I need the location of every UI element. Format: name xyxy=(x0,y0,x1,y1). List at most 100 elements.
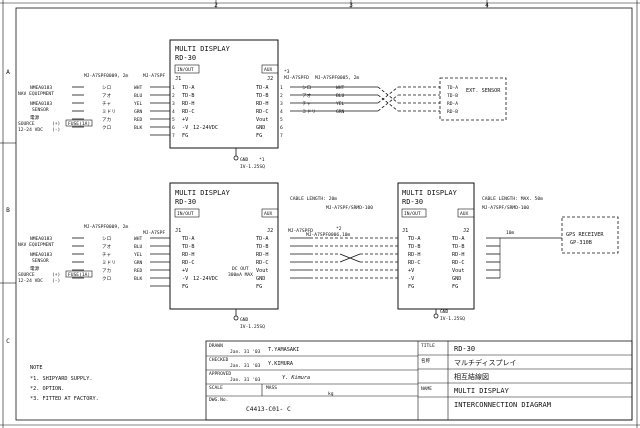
tb-name-jp: マルチディスプレイ xyxy=(454,358,517,367)
pin-a-r5: Vout xyxy=(256,117,269,123)
row-a-nav2b: SENSOR xyxy=(32,107,49,113)
grid-row-b: B xyxy=(6,207,10,214)
wire-jp: チャ xyxy=(302,101,311,107)
pin: RD-H xyxy=(452,252,465,258)
pin-num: 7 xyxy=(172,133,175,139)
gps-receiver-box xyxy=(561,216,619,254)
wire-code: BLK xyxy=(134,276,143,282)
unit-b1-model: RD-30 xyxy=(175,198,196,206)
pin-a-r7: FG xyxy=(256,133,262,139)
row-a-gnd-wire: IV-1.25SQ xyxy=(240,164,265,170)
pin-num: 1 xyxy=(172,85,175,91)
pin: Vout xyxy=(256,268,269,274)
row-b-wire-colors: シロ アオ チャ ミドリ アカ クロ WHT BLU YEL GRN RED B… xyxy=(102,236,143,282)
row-a-left-cable-label: MJ-A7SPF xyxy=(143,73,165,79)
wire-code: WHT xyxy=(134,236,143,242)
pin-num: 5 xyxy=(172,117,175,123)
tb-scale-label: SCALE xyxy=(209,385,223,391)
pin-num: 3 xyxy=(280,101,283,107)
unit-a-model: RD-30 xyxy=(175,54,196,62)
row-b2-gnd-wire: IV-1.25SQ xyxy=(440,316,465,322)
pin: TD-A xyxy=(182,236,195,242)
unit-b2-inout: IN/OUT xyxy=(404,211,421,217)
wire-jp: チャ xyxy=(102,101,111,107)
tb-dwg-no: C4413-C01- C xyxy=(246,406,291,413)
pin: Vout xyxy=(452,268,465,274)
wire-jp: ミドリ xyxy=(102,261,116,266)
tb-mass-unit: kg xyxy=(328,391,334,397)
unit-a-pins-j2: TD-A TD-B RD-H RD-C Vout GND FG xyxy=(256,85,269,139)
pin: RD-H xyxy=(182,252,195,258)
wire-jp: ミドリ xyxy=(102,110,116,115)
note-3: *3. FITTED AT FACTORY. xyxy=(30,396,99,402)
sensor-pin: RD-A xyxy=(447,101,458,107)
tb-drawn-by: T.YAMASAKI xyxy=(268,347,299,353)
pin-a-l4: RD-C xyxy=(182,109,195,115)
row-a-right-wiring: *3 MJ-A7SPFD MJ-A7SPF0005, 2m xyxy=(284,69,440,112)
row-b-vdc: 12-24 VDC xyxy=(18,278,43,284)
unit-rd30-row-b-1: MULTI DISPLAY RD-30 IN/OUT AUX J1 J2 12-… xyxy=(169,182,279,310)
unit-a-pins-left: TD-A TD-B RD-H RD-C +V -V FG xyxy=(182,85,195,139)
row-b-left-wiring: MJ-A7SPF0009, 2m MJ-A7SPF xyxy=(72,224,170,287)
row-b-cable-length2: CABLE LENGTH: MAX. 50m xyxy=(482,196,543,202)
pin: RD-C xyxy=(256,260,269,266)
row-b-plus: (+) xyxy=(52,272,60,278)
row-b-nav1b: NAV EQUIPMENT xyxy=(18,242,54,248)
pin: RD-H xyxy=(408,252,421,258)
row-a-plus: (+) xyxy=(52,121,60,127)
pin-num: 2 xyxy=(280,93,283,99)
tb-mass-label: MASS xyxy=(266,385,277,391)
wire-jp: チャ xyxy=(102,252,111,258)
row-b-cable-j2: MJ-A7SPFD xyxy=(288,228,313,234)
pin-a-l2: TD-B xyxy=(182,93,195,99)
pin-a-r2: TD-B xyxy=(256,93,269,99)
unit-a-aux: AUX xyxy=(264,67,273,73)
row-a-right-wire-colors: シロ アオ チャ ミドリ WHT BLU YEL GRN xyxy=(302,85,345,115)
unit-b1-title: MULTI DISPLAY xyxy=(175,189,231,197)
unit-b1-j1: J1 xyxy=(175,228,181,234)
unit-a-power: 12-24VDC xyxy=(193,125,218,131)
row-b-cable-mid: MJ-A7SPF0006,10m xyxy=(306,232,350,238)
sensor-pin: TD-B xyxy=(447,93,458,99)
tb-name-jp-label: 名称 xyxy=(421,357,431,364)
row-a-nav1b: NAV EQUIPMENT xyxy=(18,91,54,97)
row-b-10m: 10m xyxy=(506,230,515,236)
unit-a-title: MULTI DISPLAY xyxy=(175,45,231,53)
unit-b2-aux: AUX xyxy=(460,211,469,217)
wire-code: BLU xyxy=(336,93,345,99)
pin: RD-C xyxy=(182,260,195,266)
pin: +V xyxy=(182,268,188,274)
pin-num: 6 xyxy=(280,125,283,131)
wire-code: RED xyxy=(134,268,143,274)
grid-row-c: C xyxy=(6,338,10,345)
unit-b1-power: 12-24VDC xyxy=(193,276,218,282)
wire-code: WHT xyxy=(134,85,143,91)
wire-jp: アカ xyxy=(102,117,111,123)
ext-sensor-label: EXT. SENSOR xyxy=(466,88,501,94)
wire-jp: シロ xyxy=(302,85,311,91)
wire-jp: アオ xyxy=(102,244,112,250)
unit-a-inout: IN/OUT xyxy=(177,67,194,73)
pin-num: 4 xyxy=(280,109,283,115)
unit-rd30-row-b-2: MULTI DISPLAY RD-30 IN/OUT AUX J1 J2 xyxy=(397,182,475,310)
sensor-pin: RD-B xyxy=(447,109,458,115)
unit-b2-j1: J1 xyxy=(402,228,408,234)
wire-jp: シロ xyxy=(102,236,111,242)
notes-title: NOTE xyxy=(30,365,43,371)
pin-a-l3: RD-H xyxy=(182,101,195,107)
row-a-nav2: NMEA0183 xyxy=(30,101,52,107)
tb-title-value: RD-30 xyxy=(454,345,475,353)
pin: TD-B xyxy=(452,244,465,250)
pin-a-r6: GND xyxy=(256,125,265,131)
wire-code: GRN xyxy=(134,260,143,266)
row-b-middle-link: CABLE LENGTH: 20m MJ-A7SPFD MJ-A7SPF/SRM… xyxy=(288,196,398,279)
unit-b1-dcout: DC OUT xyxy=(232,266,249,272)
row-a-source: SOURCE xyxy=(18,121,35,127)
row-b-cable-mid2: MJ-A7SPF/SRMD-100 xyxy=(326,205,373,211)
row-a-power-label: 電源 xyxy=(30,114,40,121)
unit-b2-model: RD-30 xyxy=(402,198,423,206)
wire-code: WHT xyxy=(336,85,345,91)
title-block xyxy=(205,340,633,421)
